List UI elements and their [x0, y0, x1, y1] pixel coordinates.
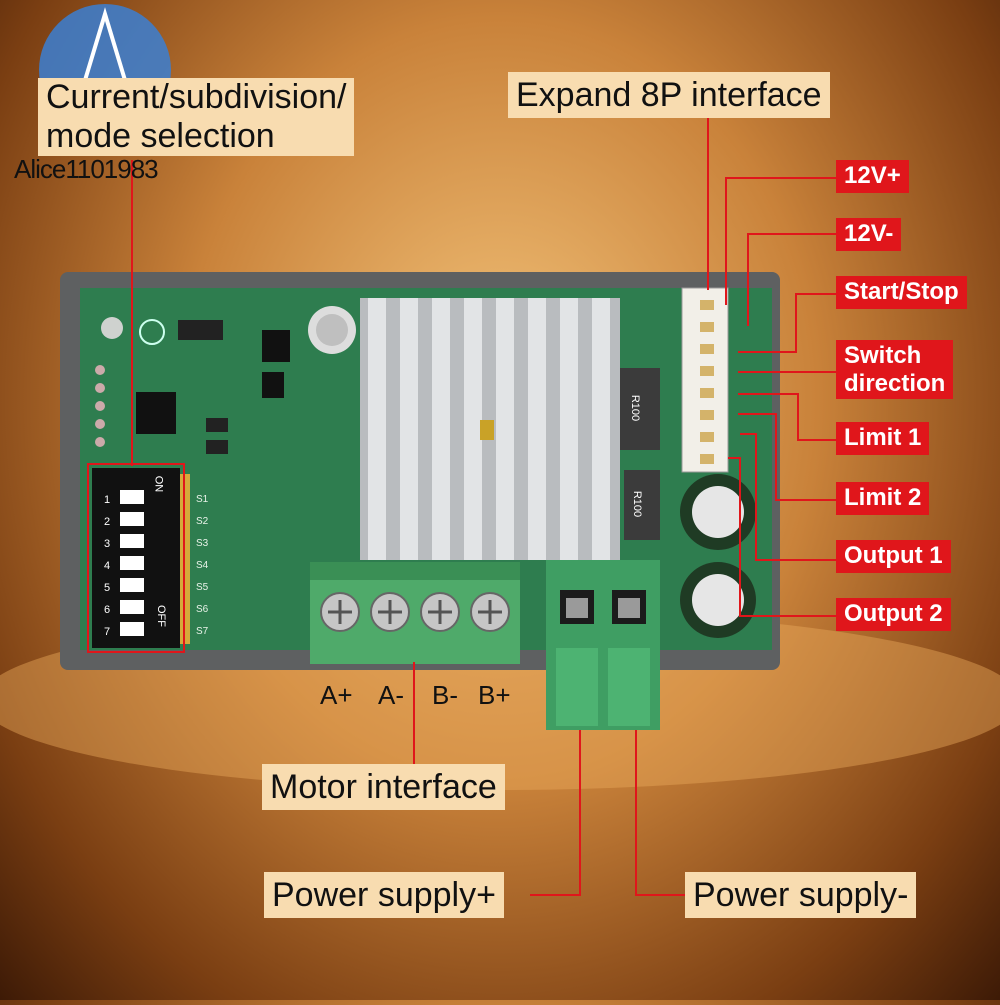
ic-regulator	[136, 392, 176, 434]
pin-label-start-stop: Start/Stop	[836, 276, 967, 309]
pin-label-12v-minus: 12V-	[836, 218, 902, 251]
left-header	[95, 365, 105, 447]
dip-switch	[92, 468, 190, 648]
terminal-a-minus: A-	[378, 680, 404, 710]
heatsink	[360, 298, 620, 560]
callout-lines	[131, 118, 836, 896]
expand-interface-label: Expand 8P interface	[508, 72, 830, 118]
current-selection-label: Current/subdivision/ mode selection	[38, 78, 355, 157]
resistor1-mark: R100	[629, 394, 642, 422]
terminal-b-minus: B-	[432, 680, 458, 710]
power-supply-minus-label: Power supply-	[685, 872, 917, 918]
diode	[178, 320, 223, 340]
current-selection-line2: mode selection	[46, 117, 275, 156]
watermark-text: Alice1101983	[14, 154, 159, 184]
pin-label-output-2: Output 2	[836, 598, 951, 631]
pin-label-limit-1: Limit 1	[836, 422, 930, 455]
motor-terminal-block[interactable]	[310, 562, 520, 664]
resistor-r24	[620, 368, 660, 450]
dip-on-mark: ON	[152, 475, 165, 493]
pin-label-limit-2: Limit 2	[836, 482, 930, 515]
dip-switch-highlight	[87, 463, 185, 653]
pin-label-switch-direction: Switch direction	[836, 340, 954, 400]
resistor2-mark: R100	[631, 490, 644, 518]
power-supply-plus-label: Power supply+	[264, 872, 504, 918]
power-terminal-block[interactable]	[546, 560, 660, 730]
terminal-b-plus: B+	[478, 680, 511, 710]
pin-label-output-1: Output 1	[836, 540, 951, 573]
current-selection-line1: Current/subdivision/	[46, 78, 347, 116]
expand-8p-connector	[681, 287, 729, 473]
motor-interface-label: Motor interface	[262, 764, 505, 810]
resistor-r12	[624, 470, 660, 540]
terminal-a-plus: A+	[320, 680, 353, 710]
pin-label-12v-plus: 12V+	[836, 160, 909, 193]
dip-off-mark: OFF	[155, 605, 167, 627]
